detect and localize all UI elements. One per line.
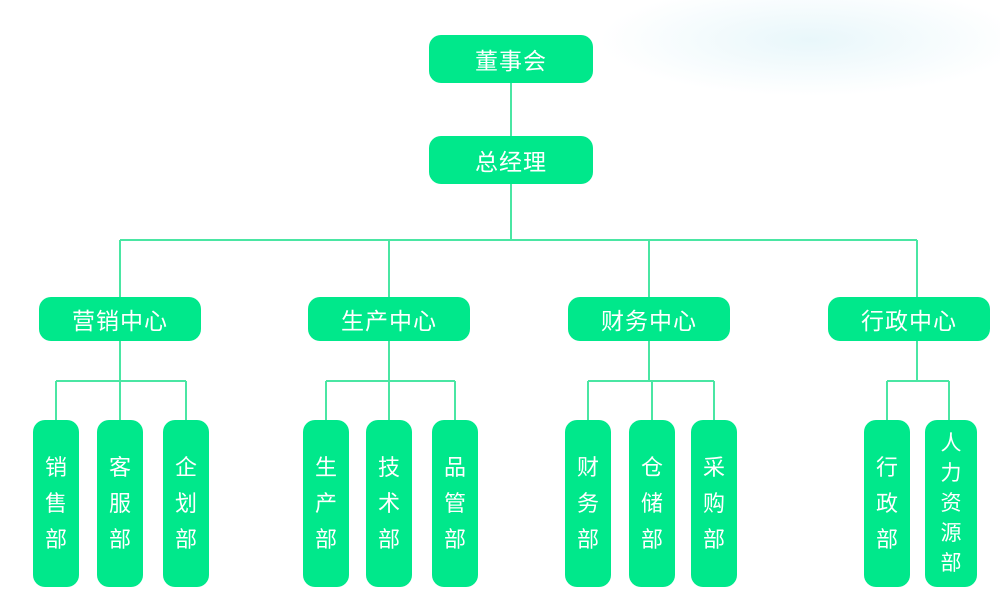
node-technology-dept[interactable]: 技术部 [366,420,412,587]
node-label: 人力资源部 [940,431,962,575]
node-label: 仓储部 [641,454,664,552]
node-label: 财务部 [577,454,600,552]
node-label: 企划部 [175,454,198,552]
node-admin-center[interactable]: 行政中心 [828,297,990,341]
node-customer-service-dept[interactable]: 客服部 [97,420,143,587]
node-production-dept[interactable]: 生产部 [303,420,349,587]
node-label: 董事会 [475,48,547,74]
node-finance-center[interactable]: 财务中心 [568,297,730,341]
node-warehouse-dept[interactable]: 仓储部 [629,420,675,587]
node-purchasing-dept[interactable]: 采购部 [691,420,737,587]
node-label: 行政部 [876,454,899,552]
node-admin-dept[interactable]: 行政部 [864,420,910,587]
node-marketing-center[interactable]: 营销中心 [39,297,201,341]
node-label: 生产中心 [341,308,437,334]
node-label: 技术部 [378,454,401,552]
node-sales-dept[interactable]: 销售部 [33,420,79,587]
node-label: 客服部 [109,454,132,552]
node-label: 行政中心 [861,308,957,334]
node-quality-control-dept[interactable]: 品管部 [432,420,478,587]
node-board-of-directors[interactable]: 董事会 [429,35,593,83]
node-production-center[interactable]: 生产中心 [308,297,470,341]
node-label: 品管部 [444,454,467,552]
node-planning-dept[interactable]: 企划部 [163,420,209,587]
node-general-manager[interactable]: 总经理 [429,136,593,184]
node-label: 生产部 [315,454,338,552]
node-label: 总经理 [475,149,547,175]
node-label: 采购部 [703,454,726,552]
node-label: 销售部 [45,454,68,552]
node-label: 财务中心 [601,308,697,334]
node-hr-dept[interactable]: 人力资源部 [925,420,977,587]
node-label: 营销中心 [72,308,168,334]
node-finance-dept[interactable]: 财务部 [565,420,611,587]
